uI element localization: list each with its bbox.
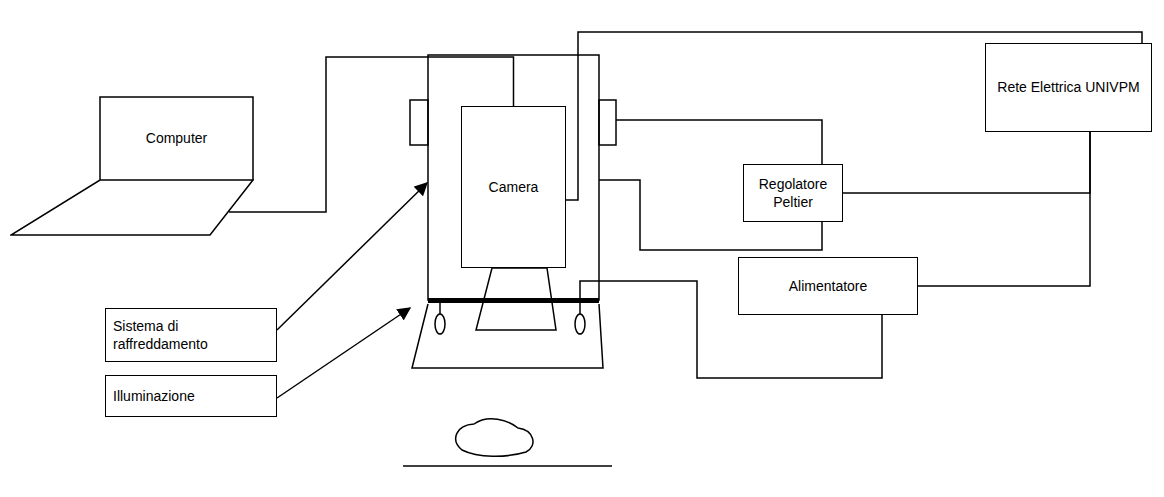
power-supply-box: Alimentatore	[738, 257, 918, 315]
leader-arrow	[277, 308, 410, 398]
box-label: Rete Elettrica UNIVPM	[997, 78, 1139, 96]
cable	[843, 132, 1090, 193]
laptop-outline	[10, 96, 254, 236]
peltier-cell	[599, 100, 616, 145]
controller-box: Regolatore Peltier	[743, 164, 843, 222]
box-label: Illuminazione	[113, 387, 195, 405]
laptop-screen: Computer	[100, 97, 253, 180]
wire	[616, 120, 822, 164]
callout-box: Sistema di raffreddamento	[105, 308, 277, 362]
text-group: Rete Elettrica UNIVPM	[997, 78, 1139, 96]
cable	[918, 132, 1090, 286]
callout-box: Illuminazione	[105, 375, 277, 417]
text-group: Computer	[146, 129, 207, 147]
box-label: Regolatore Peltier	[751, 175, 835, 211]
light	[575, 314, 585, 334]
box-label: Alimentatore	[789, 277, 868, 295]
sample-plate	[403, 465, 612, 467]
sample	[456, 419, 533, 457]
camera-box: Camera	[461, 106, 566, 268]
text-group: Alimentatore	[789, 277, 868, 295]
text-group: Regolatore Peltier	[751, 175, 835, 211]
computer: Computer	[10, 96, 254, 236]
box-label: Sistema di raffreddamento	[113, 317, 223, 353]
frame	[412, 304, 603, 368]
text-group: Illuminazione	[113, 387, 195, 405]
box-label: Computer	[146, 129, 207, 147]
peltier-cell	[410, 100, 428, 145]
leader-arrow	[277, 183, 427, 330]
mains-box: Rete Elettrica UNIVPM	[985, 43, 1152, 132]
text-group: Camera	[489, 178, 539, 196]
box-label: Camera	[489, 178, 539, 196]
mount-bar	[428, 298, 599, 303]
light	[435, 314, 445, 334]
text-group: Sistema di raffreddamento	[113, 317, 223, 353]
